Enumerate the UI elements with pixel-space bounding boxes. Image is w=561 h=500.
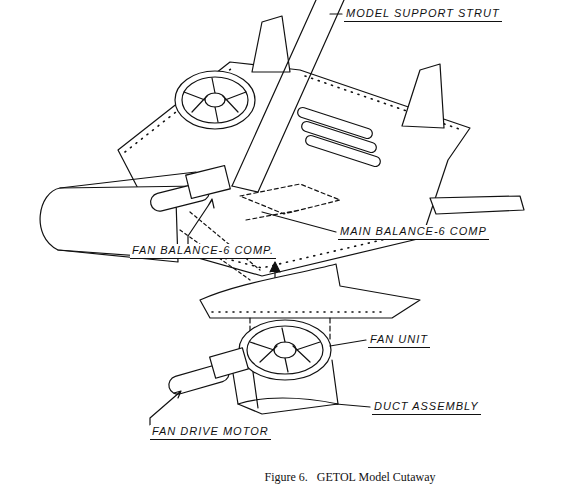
tail-fin	[252, 16, 290, 72]
wing	[118, 62, 470, 276]
main-balance-label: MAIN BALANCE-6 COMP	[338, 225, 489, 240]
fan	[175, 71, 255, 129]
motor-label: FAN DRIVE MOTOR	[150, 425, 271, 440]
stabilizer	[430, 196, 524, 214]
duct-label: DUCT ASSEMBLY	[372, 400, 481, 415]
fan-drive-motor	[167, 348, 249, 396]
fan-unit	[239, 320, 331, 380]
fan-balance-label: FAN BALANCE-6 COMP.	[130, 244, 276, 259]
support-strut	[232, 0, 344, 192]
store	[296, 106, 381, 168]
access-panel	[200, 264, 420, 318]
main-balance	[240, 184, 340, 220]
strut-label: MODEL SUPPORT STRUT	[344, 7, 502, 22]
fan-drive-motor	[149, 166, 231, 213]
figure-caption: Figure 6. GETOL Model Cutaway	[265, 470, 436, 485]
tail-fin	[402, 64, 444, 128]
fan-unit-label: FAN UNIT	[368, 333, 430, 348]
